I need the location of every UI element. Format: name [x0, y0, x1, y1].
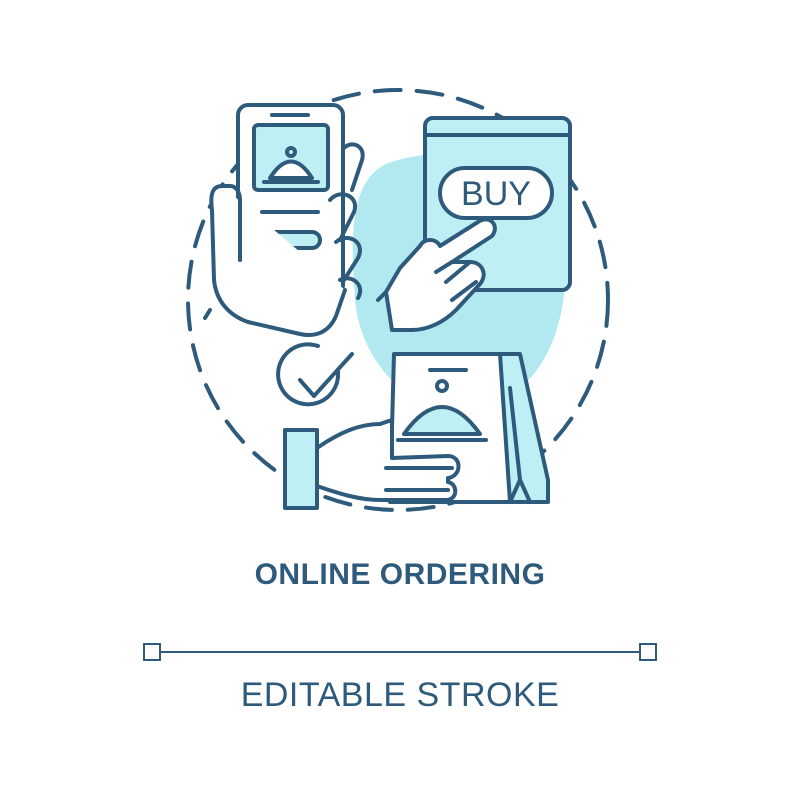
phone-in-hand-icon — [203, 103, 365, 337]
bottom-hand — [315, 418, 461, 502]
stroke-handle-right — [639, 643, 657, 661]
check-circle-icon — [276, 342, 354, 407]
concept-title: ONLINE ORDERING — [254, 558, 546, 591]
tablet-buy-icon: BUY — [376, 116, 572, 332]
online-ordering-illustration: BUY — [186, 88, 610, 512]
delivery-bag-in-hand-icon — [283, 352, 550, 510]
stroke-handle-left — [143, 643, 161, 661]
editable-stroke-caption: EDITABLE STROKE — [240, 676, 560, 714]
sleeve-cuff — [283, 428, 319, 510]
dashed-circle-frame — [186, 88, 610, 512]
buy-button-label: BUY — [461, 175, 531, 213]
buy-button — [438, 166, 554, 220]
pointing-hand — [384, 217, 497, 332]
left-hand — [209, 184, 347, 337]
editable-stroke-line — [143, 643, 657, 661]
